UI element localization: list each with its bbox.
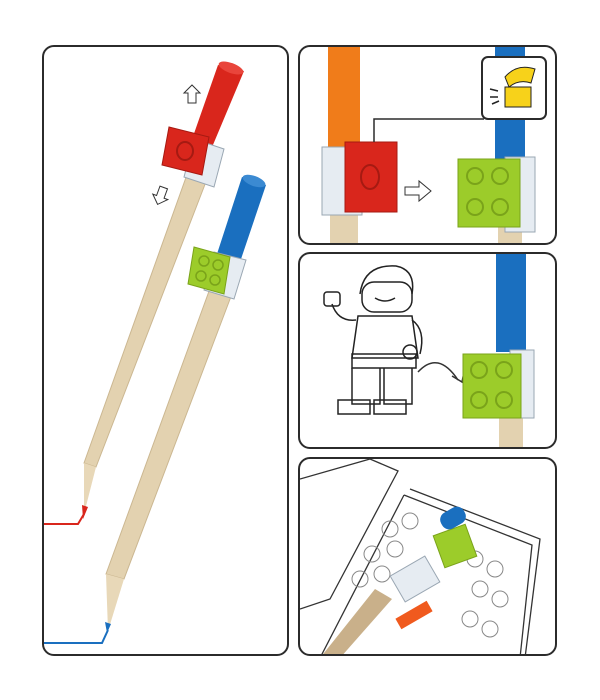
swap-arrow-icon <box>404 179 432 203</box>
red-lead-line <box>44 513 85 525</box>
blue-pencil <box>105 174 266 633</box>
panel-minifigure <box>298 252 557 449</box>
red-block <box>344 141 398 213</box>
green-block <box>462 353 522 419</box>
minifigure-outline <box>323 265 423 415</box>
storage-case-outline <box>300 459 541 654</box>
orange-stick <box>328 47 360 155</box>
panel-storage-box <box>298 457 557 656</box>
panel-main-pencils <box>42 45 289 656</box>
green-block <box>457 158 521 228</box>
blue-lead-line <box>44 629 109 644</box>
minifigure-illustration <box>323 254 535 447</box>
red-pencil <box>82 61 244 519</box>
swap-topper-illustration <box>321 47 547 243</box>
curved-arrow-icon <box>417 362 459 381</box>
panel-swap-topper <box>298 45 557 245</box>
storage-box-illustration <box>300 459 541 654</box>
stored-pencil <box>323 589 392 654</box>
pencils-illustration <box>44 61 266 644</box>
